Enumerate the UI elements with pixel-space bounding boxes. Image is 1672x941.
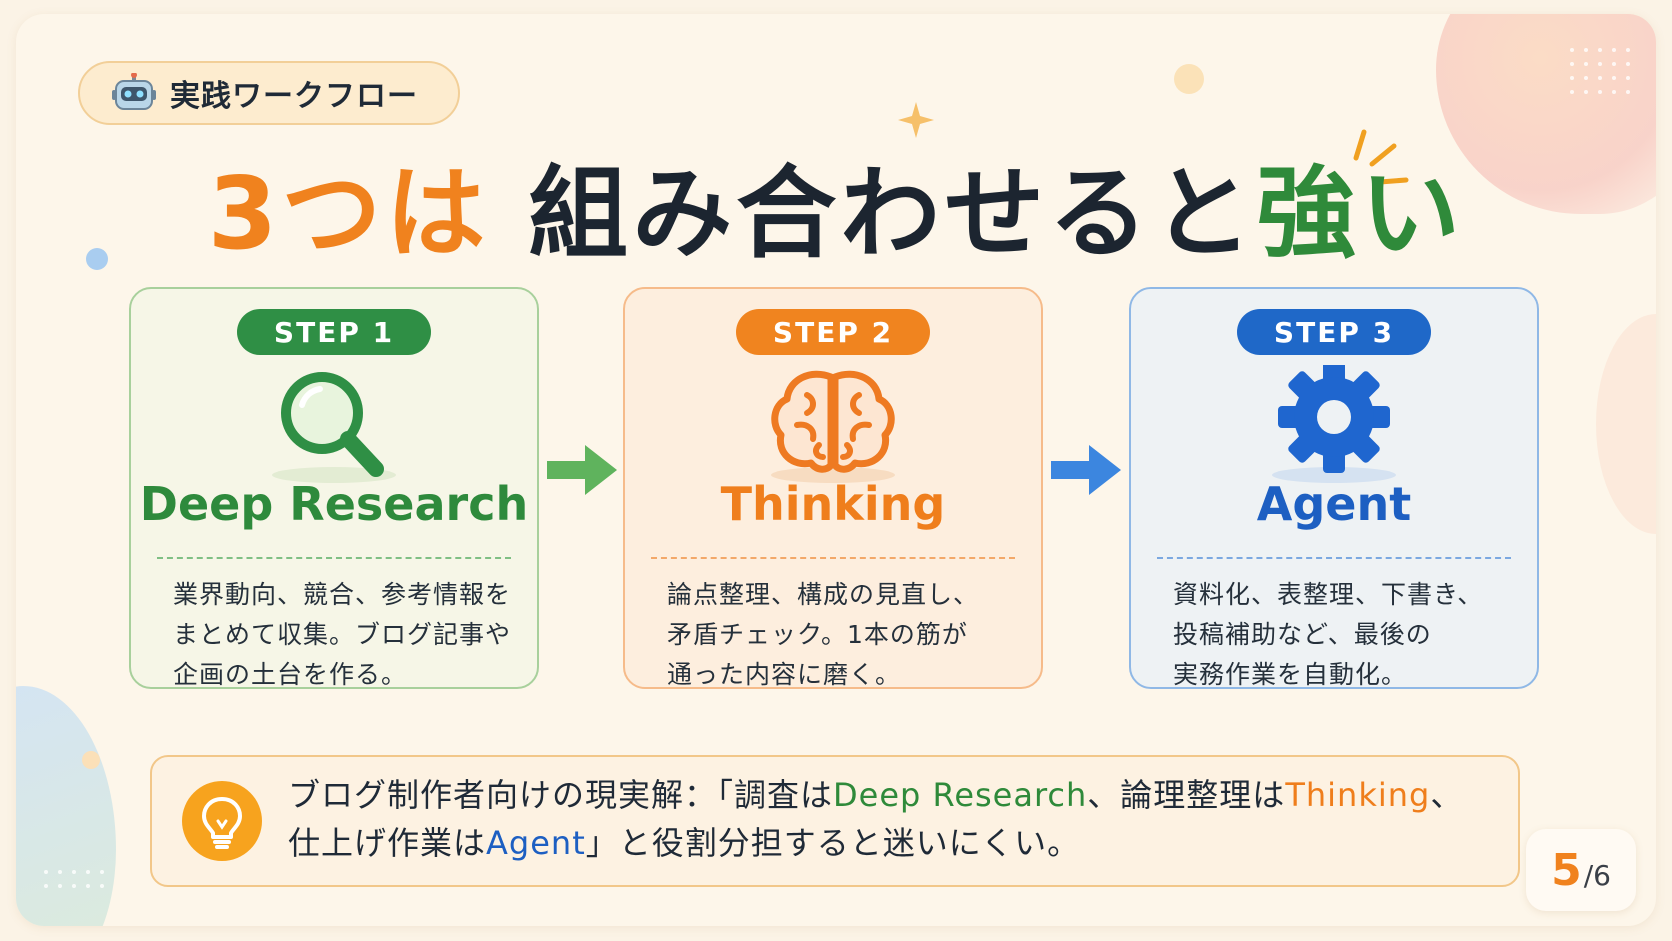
step-card-thinking: STEP 2 Thinking 論点整理、構成の見直し、 矛盾チェック。1本の筋… (623, 287, 1043, 689)
arrow-right-icon (1051, 445, 1121, 495)
step-description-line: 矛盾チェック。1本の筋が (667, 620, 968, 649)
step-description-line: 論点整理、構成の見直し、 (667, 580, 980, 609)
step-card-agent: STEP 3 Agent 資料化、表整理、下書 (1129, 287, 1539, 689)
step-badge: STEP 3 (1237, 309, 1431, 355)
magnifier-icon (272, 372, 396, 483)
step-description-line: 投稿補助など、最後の (1173, 620, 1432, 649)
decor-blob-bottom-left (16, 686, 116, 926)
step-badge: STEP 1 (237, 309, 431, 355)
step-description-line: 業界動向、競合、参考情報を (173, 580, 512, 609)
step-description: 業界動向、競合、参考情報を まとめて収集。ブログ記事や 企画の土台を作る。 (173, 575, 519, 695)
section-tag-label: 実践ワークフロー (170, 79, 418, 114)
slide: 実践ワークフロー 3つは 組み合わせると強い STEP 1 Deep Resea… (16, 14, 1656, 926)
page-indicator: 5 /6 (1526, 829, 1636, 911)
step-title: Agent (1256, 477, 1412, 531)
decor-dot-peach (1174, 64, 1204, 94)
decor-dot-grid (1570, 48, 1630, 94)
step-title: Deep Research (139, 477, 529, 531)
step-divider (1157, 557, 1511, 559)
title-part-strong: 強い (1256, 155, 1465, 272)
gear-icon (1272, 365, 1396, 483)
decor-blob-right (1596, 314, 1656, 534)
title-part-count: 3つは (207, 155, 490, 272)
page-title: 3つは 組み合わせると強い (16, 154, 1656, 274)
accent-lines-icon (1353, 129, 1409, 185)
decor-dot-grid-bottom (44, 870, 104, 888)
lightbulb-icon (182, 781, 262, 861)
step-divider (651, 557, 1015, 559)
brain-icon (771, 370, 895, 483)
decor-dot-blue (86, 248, 108, 270)
step-description-line: 企画の土台を作る。 (173, 660, 408, 689)
step-divider (157, 557, 511, 559)
step-description-line: 実務作業を自動化。 (1173, 660, 1408, 689)
note-highlight-thinking: Thinking (1285, 776, 1431, 814)
step-description-line: まとめて収集。ブログ記事や (173, 620, 512, 649)
summary-note-line-2: 仕上げ作業はAgent」と役割分担すると迷いにくい。 (288, 824, 1081, 862)
page-current: 5 (1551, 845, 1582, 896)
note-highlight-deep-research: Deep Research (833, 776, 1088, 814)
summary-note-text: ブログ制作者向けの現実解：「調査はDeep Research、論理整理はThin… (288, 771, 1463, 867)
step-description: 論点整理、構成の見直し、 矛盾チェック。1本の筋が 通った内容に磨く。 (667, 575, 1023, 695)
summary-note-line-1: ブログ制作者向けの現実解：「調査はDeep Research、論理整理はThin… (288, 776, 1464, 814)
step-description-line: 資料化、表整理、下書き、 (1173, 580, 1484, 609)
title-part-main: 組み合わせると (528, 155, 1257, 272)
summary-note: ブログ制作者向けの現実解：「調査はDeep Research、論理整理はThin… (150, 755, 1520, 887)
step-card-deep-research: STEP 1 Deep Research 業界動向、競合、参考情報を まとめて収… (129, 287, 539, 689)
step-description: 資料化、表整理、下書き、 投稿補助など、最後の 実務作業を自動化。 (1173, 575, 1519, 695)
page-total: /6 (1583, 859, 1611, 892)
step-title: Thinking (720, 477, 946, 531)
step-description-line: 通った内容に磨く。 (667, 660, 902, 689)
step-badge: STEP 2 (736, 309, 930, 355)
robot-icon (112, 73, 156, 110)
arrow-right-icon (547, 445, 617, 495)
note-highlight-agent: Agent (486, 824, 586, 862)
section-tag: 実践ワークフロー (78, 61, 460, 125)
decor-dot-yellow (82, 751, 100, 769)
sparkle-icon (898, 102, 934, 138)
